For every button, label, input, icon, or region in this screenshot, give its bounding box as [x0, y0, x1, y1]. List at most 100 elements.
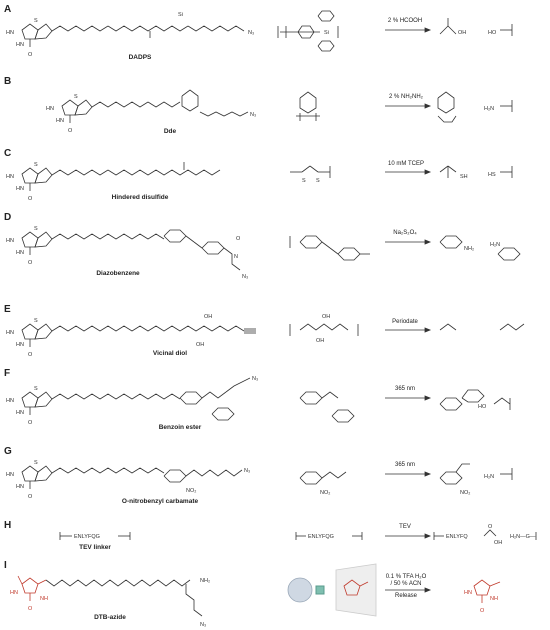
panel-letter: H — [4, 520, 12, 531]
atom-label: S — [302, 178, 306, 184]
panel-f: F HN HN S O N₃ HO Benzoin ester 365 nm — [0, 368, 550, 438]
panel-h: H ENLYFQG ENLYFQG ENLYFQ O OH H₂N—G— TEV… — [0, 520, 550, 556]
atom-label: NH — [490, 596, 498, 602]
atom-label: O — [28, 494, 33, 500]
panel-letter: B — [4, 76, 12, 87]
atom-label: OH — [316, 338, 324, 344]
reagent-label: TEV — [399, 524, 411, 530]
atom-label: S — [34, 460, 38, 466]
atom-label: S — [34, 318, 38, 324]
atom-label: HN — [46, 106, 54, 112]
atom-label: HN — [16, 250, 24, 256]
panel-i: I HN NH O NH₂ N₃ HN NH O DTB-azi — [0, 560, 550, 630]
atom-label: H₂N — [490, 242, 500, 248]
atom-label: O — [480, 608, 485, 614]
atom-label: Si — [178, 12, 183, 18]
diazobenzene-structure: HN HN S O O N N₃ NH₂ H₂N — [6, 226, 521, 280]
panel-d: D HN HN S O O N N₃ NH₂ H₂N Diazobenzene … — [0, 212, 550, 292]
panel-letter: D — [4, 212, 12, 223]
atom-label: O — [28, 260, 33, 266]
panel-letter: C — [4, 148, 12, 159]
atom-label: O — [68, 128, 73, 134]
atom-label: O — [28, 420, 33, 426]
atom-label: O — [28, 352, 33, 358]
atom-label: S — [74, 94, 78, 100]
reagent-label: 10 mM TCEP — [388, 161, 424, 167]
atom-label: NH₂ — [464, 246, 474, 252]
atom-label: O — [488, 524, 493, 530]
atom-label: N₃ — [244, 468, 250, 474]
atom-label: O — [236, 236, 241, 242]
atom-label: HN — [16, 410, 24, 416]
atom-label: HN — [6, 238, 14, 244]
reagent-label: 0.1 % TFA H₂O — [385, 574, 427, 580]
atom-label: HN — [16, 484, 24, 490]
vicinal-diol-structure: HN HN S O OH OH OH OH — [6, 314, 525, 358]
atom-label: HN — [6, 472, 14, 478]
compound-name: DTB-azide — [94, 614, 126, 621]
reagent-label: 2 % HCOOH — [387, 18, 423, 24]
biotin-head — [21, 23, 53, 47]
atom-label: HN — [16, 342, 24, 348]
dadps-structure: HN HN S O Si N₃ Si OH HO — [6, 10, 513, 58]
atom-label: HN — [6, 30, 14, 36]
atom-label: N — [234, 254, 238, 260]
atom-label: O — [28, 606, 33, 612]
panel-letter: I — [4, 560, 7, 571]
atom-label: HN — [6, 330, 14, 336]
panel-e: E HN HN S O OH OH OH OH Vicinal diol Per… — [0, 304, 550, 360]
atom-label: HN — [6, 174, 14, 180]
atom-label: HN — [16, 42, 24, 48]
compound-name: DADPS — [128, 54, 152, 61]
reagent-label: / 50 % ACN — [390, 581, 422, 587]
panel-letter: G — [4, 446, 12, 457]
compound-name: Vicinal diol — [152, 350, 188, 357]
compound-name: TEV linker — [79, 544, 111, 551]
atom-label: OH — [458, 30, 466, 36]
atom-label: H₂N — [484, 474, 494, 480]
reagent-label: 365 nm — [394, 386, 415, 392]
atom-label: HN — [10, 590, 18, 596]
atom-label: N₃ — [248, 30, 254, 36]
reagent-label: Na₂S₂O₄ — [393, 230, 417, 236]
panel-a: A HN HN S O Si N₃ Si OH HO DADPS — [0, 4, 550, 64]
atom-label: N₃ — [200, 622, 206, 628]
atom-label: HN — [464, 590, 472, 596]
atom-label: HN — [6, 398, 14, 404]
tev-product: ENLYFQ — [446, 534, 468, 540]
atom-label: Si — [324, 30, 329, 36]
reagent-label: 2 % NH₂NH₂ — [389, 94, 423, 100]
atom-label: NH — [40, 596, 48, 602]
atom-label: NO₂ — [460, 490, 470, 496]
atom-label: S — [34, 162, 38, 168]
compound-name: Dde — [163, 128, 177, 135]
atom-label: H₂N — [484, 106, 494, 112]
atom-label: OH — [204, 314, 212, 320]
atom-label: S — [34, 386, 38, 392]
dde-structure: HN HN S O N₃ H₂N — [46, 89, 513, 134]
panel-g: G HN HN S O N₃ NO₂ NO₂ NO₂ H₂N O-nitrobe… — [0, 446, 550, 510]
atom-label: HO — [478, 404, 487, 410]
panel-b: B HN HN S O N₃ H₂N Dde 2 % NH₂NH₂ — [0, 76, 550, 138]
panel-letter: F — [4, 368, 11, 379]
atom-label: S — [34, 226, 38, 232]
o-nitrobenzyl-carbamate-structure: HN HN S O N₃ NO₂ NO₂ NO₂ H₂N — [6, 460, 513, 500]
tev-product: H₂N—G— — [510, 534, 536, 540]
compound-name: Diazobenzene — [96, 270, 140, 277]
tev-linker-structure: ENLYFQG ENLYFQG ENLYFQ O OH H₂N—G— — [59, 524, 537, 546]
atom-label: N₃ — [252, 376, 258, 382]
compound-name: Hindered disulfide — [111, 194, 169, 201]
compound-name: Benzoin ester — [158, 424, 202, 431]
atom-label: SH — [460, 174, 468, 180]
atom-label: S — [316, 178, 320, 184]
panel-letter: A — [4, 4, 12, 15]
atom-label: HO — [488, 30, 497, 36]
atom-label: HN — [56, 118, 64, 124]
atom-label: HS — [488, 172, 496, 178]
hindered-disulfide-structure: HN HN S O S S SH HS — [6, 162, 513, 202]
tev-sequence: ENLYFQG — [308, 534, 334, 540]
atom-label: OH — [322, 314, 330, 320]
atom-label: NO₂ — [320, 490, 330, 496]
atom-label: S — [34, 18, 38, 24]
benzoin-ester-structure: HN HN S O N₃ HO — [6, 376, 511, 426]
